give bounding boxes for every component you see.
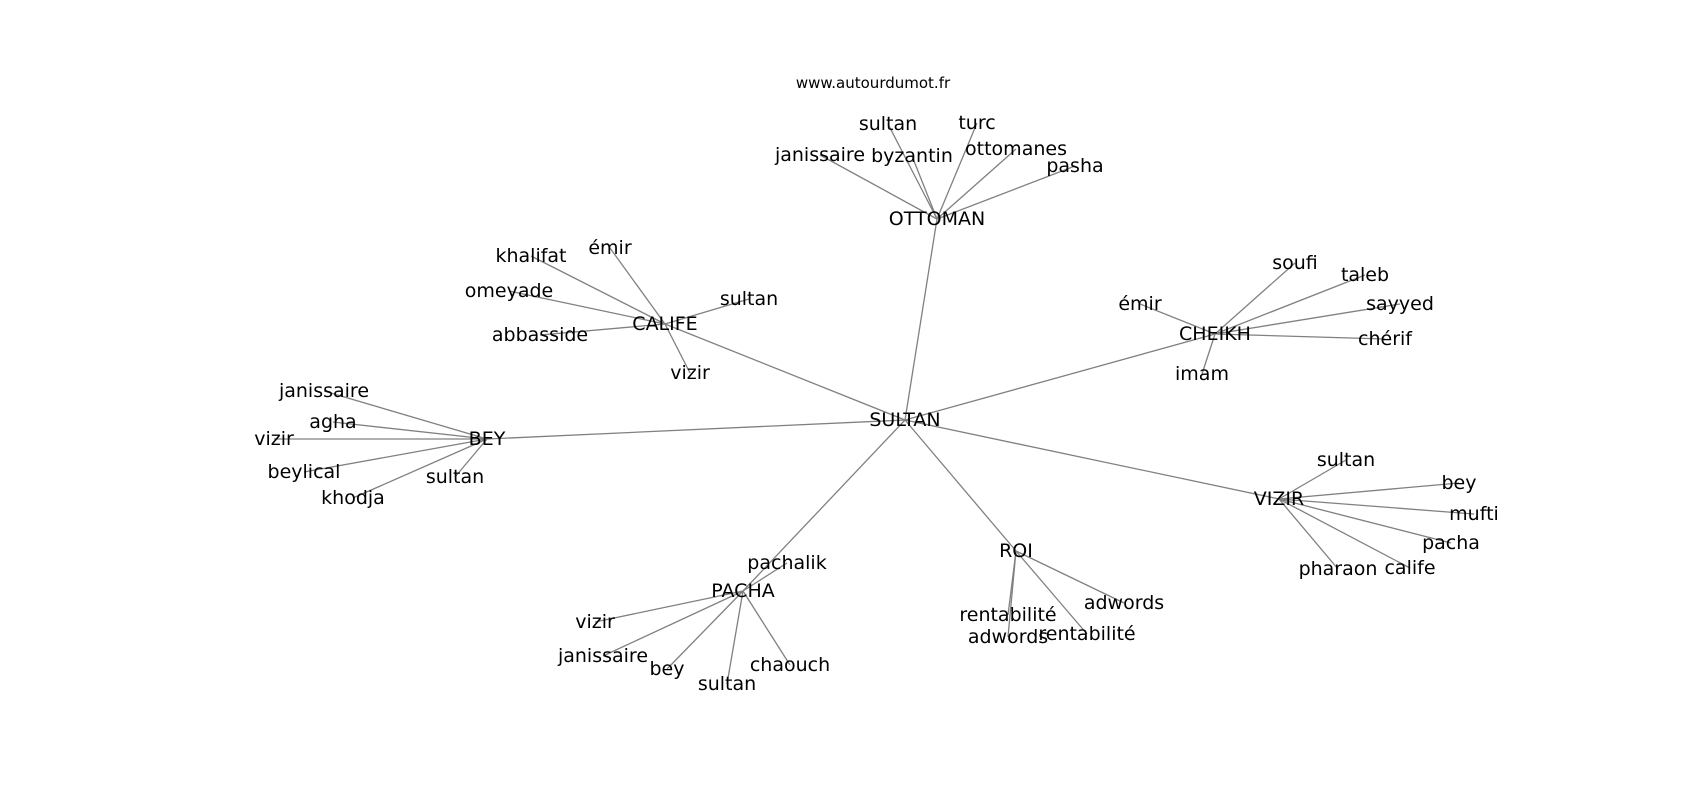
leaf-node-label: bey — [650, 658, 685, 680]
edge-roi-leaf — [1015, 550, 1088, 635]
leaf-node-label: rentabilité — [1038, 623, 1135, 645]
edge-vizir-leaf — [1278, 498, 1339, 570]
leaf-node-label: omeyade — [465, 280, 553, 302]
edge-pacha-leaf — [594, 590, 744, 623]
leaf-node-label: bey — [1442, 472, 1477, 494]
leaf-node-label: rentabilité — [959, 604, 1056, 626]
edge-ottoman-leaf — [936, 122, 978, 220]
leaf-node-label: byzantin — [871, 145, 953, 167]
leaf-node-label: sultan — [426, 466, 484, 488]
hub-node-label: VIZIR — [1254, 488, 1304, 510]
leaf-node-label: sultan — [720, 288, 778, 310]
hub-node-label: BEY — [469, 428, 506, 450]
leaf-node-label: chérif — [1358, 328, 1413, 350]
edge-calife-leaf — [508, 290, 666, 325]
edge-bey-leaf — [303, 438, 488, 473]
leaf-node-label: sultan — [698, 673, 756, 695]
leaf-node-label: pacha — [1422, 532, 1480, 554]
leaf-node-label: vizir — [575, 611, 615, 633]
edge-bey-leaf — [454, 438, 488, 478]
edge-root-calife — [664, 323, 906, 421]
edge-root-vizir — [904, 419, 1280, 500]
hub-node-label: PACHA — [711, 580, 774, 602]
edge-ottoman-leaf — [936, 165, 1076, 220]
edge-calife-leaf — [539, 323, 666, 336]
edge-ottoman-leaf — [887, 123, 938, 220]
edge-vizir-leaf — [1278, 498, 1475, 515]
edge-cheikh-leaf — [1214, 262, 1296, 335]
edge-roi-leaf — [1015, 550, 1125, 604]
edge-bey-leaf — [352, 438, 488, 499]
edge-pacha-leaf — [742, 562, 788, 592]
leaf-node-label: émir — [588, 237, 631, 259]
leaf-node-label: turc — [958, 112, 995, 134]
root-node-label: SULTAN — [869, 409, 940, 431]
edge-cheikh-leaf — [1214, 274, 1366, 335]
hub-node-label: CHEIKH — [1179, 323, 1251, 345]
leaf-node-label: janissaire — [557, 645, 648, 667]
edge-root-bey — [486, 419, 906, 440]
edge-roi-leaf — [1007, 550, 1017, 638]
leaf-node-label: adwords — [968, 626, 1048, 648]
edge-pacha-leaf — [726, 590, 744, 685]
leaf-node-label: agha — [309, 411, 356, 433]
edge-ottoman-leaf — [819, 154, 938, 220]
leaf-node-label: calife — [1384, 557, 1435, 579]
edge-pacha-leaf — [742, 590, 791, 666]
leaf-node-label: vizir — [670, 362, 710, 384]
leaf-node-label: khodja — [321, 487, 385, 509]
edge-root-ottoman — [904, 218, 938, 421]
edge-bey-leaf — [332, 421, 488, 440]
edge-pacha-leaf — [666, 590, 744, 670]
graph-labels: SULTAN OTTOMAN sultan turc janissaire byzanti… — [254, 112, 1499, 695]
leaf-node-label: mufti — [1449, 503, 1499, 525]
edge-root-roi — [904, 419, 1017, 552]
edge-ottoman-leaf — [911, 155, 938, 220]
edge-cheikh-leaf — [1139, 303, 1216, 335]
leaf-node-label: pharaon — [1299, 558, 1378, 580]
edge-vizir-leaf — [1278, 498, 1411, 569]
leaf-node-label: abbasside — [492, 324, 588, 346]
edge-vizir-leaf — [1278, 498, 1452, 544]
site-credit: www.autourdumot.fr — [796, 74, 951, 92]
edge-cheikh-leaf — [1214, 333, 1386, 340]
edge-root-pacha — [742, 419, 906, 592]
edge-ottoman-leaf — [936, 148, 1017, 220]
edge-bey-leaf — [323, 390, 488, 440]
edge-calife-leaf — [664, 298, 750, 325]
edge-calife-leaf — [530, 255, 666, 325]
leaf-node-label: émir — [1118, 293, 1161, 315]
edge-cheikh-leaf — [1214, 303, 1401, 335]
edge-cheikh-leaf — [1201, 333, 1216, 375]
leaf-node-label: taleb — [1341, 264, 1389, 286]
leaf-node-label: janissaire — [774, 144, 865, 166]
leaf-node-label: vizir — [254, 428, 294, 450]
leaf-node-label: imam — [1175, 363, 1229, 385]
edge-vizir-leaf — [1278, 459, 1347, 500]
hub-node-label: ROI — [999, 540, 1033, 562]
leaf-node-label: beylical — [268, 461, 341, 483]
leaf-node-label: sayyed — [1366, 293, 1434, 315]
leaf-node-label: khalifat — [495, 245, 566, 267]
leaf-node-label: sultan — [1317, 449, 1375, 471]
leaf-node-label: soufi — [1272, 252, 1318, 274]
leaf-node-label: pachalik — [747, 552, 826, 574]
leaf-node-label: adwords — [1084, 592, 1164, 614]
edge-pacha-leaf — [602, 590, 744, 657]
edge-root-cheikh — [904, 333, 1216, 421]
edge-calife-leaf — [664, 323, 691, 374]
graph-edges — [274, 122, 1475, 685]
edge-vizir-leaf — [1278, 482, 1460, 500]
leaf-node-label: sultan — [859, 113, 917, 135]
leaf-node-label: chaouch — [750, 654, 830, 676]
hub-node-label: CALIFE — [632, 313, 697, 335]
hub-node-label: OTTOMAN — [889, 208, 985, 230]
edge-calife-leaf — [609, 247, 666, 325]
leaf-node-label: janissaire — [278, 380, 369, 402]
leaf-node-label: pasha — [1046, 155, 1103, 177]
leaf-node-label: ottomanes — [965, 138, 1067, 160]
